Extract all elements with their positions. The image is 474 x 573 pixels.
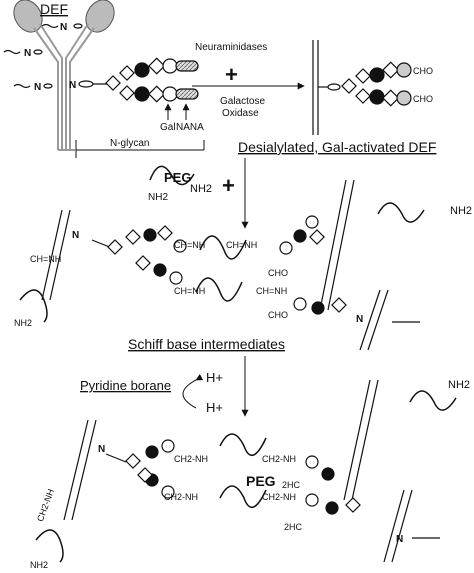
svg-text:2HC: 2HC <box>284 522 303 532</box>
n-stubs-top <box>3 23 83 89</box>
svg-text:CH=NH: CH=NH <box>174 240 205 250</box>
svg-text:CHO: CHO <box>268 268 288 278</box>
desialylated-label: Desialylated, Gal-activated DEF <box>238 139 436 155</box>
svg-text:NH2: NH2 <box>450 205 472 217</box>
svg-text:NH2: NH2 <box>14 318 32 328</box>
svg-text:N: N <box>396 534 403 545</box>
svg-text:CHO: CHO <box>413 66 433 76</box>
schiff-base-label: Schiff base intermediates <box>128 336 285 352</box>
svg-text:CH=NH: CH=NH <box>256 286 287 296</box>
neuraminidases-label: Neuraminidases <box>195 42 267 53</box>
svg-text:CH2-NH: CH2-NH <box>262 492 296 502</box>
svg-text:NH2: NH2 <box>448 379 470 391</box>
svg-text:CH2-NH: CH2-NH <box>35 488 56 523</box>
svg-text:N: N <box>69 80 76 91</box>
svg-text:H+: H+ <box>206 400 223 415</box>
svg-text:N: N <box>60 22 67 33</box>
gal-label: Gal <box>160 122 176 133</box>
peg-label-top: PEG <box>164 170 191 185</box>
peg-label-bottom: PEG <box>246 473 276 489</box>
svg-text:N: N <box>24 48 31 59</box>
plus-sign-2: + <box>222 173 235 198</box>
final-product <box>35 379 457 563</box>
svg-text:CH=NH: CH=NH <box>226 240 257 250</box>
def-protein <box>13 0 115 151</box>
svg-text:CH2-NH: CH2-NH <box>164 492 198 502</box>
desialylated-def <box>312 40 412 135</box>
svg-text:2HC: 2HC <box>282 480 301 490</box>
oxidase-label: Oxidase <box>222 108 259 119</box>
def-label: DEF <box>40 1 68 17</box>
svg-text:N: N <box>72 230 79 241</box>
svg-text:CH=NH: CH=NH <box>30 254 61 264</box>
svg-text:NH2: NH2 <box>148 192 168 203</box>
peg-chain-top <box>149 165 195 186</box>
svg-text:CHO: CHO <box>413 94 433 104</box>
plus-sign-1: + <box>225 62 238 87</box>
svg-text:CH2-NH: CH2-NH <box>174 454 208 464</box>
galactose-label: Galactose <box>220 96 265 107</box>
svg-text:N: N <box>356 314 363 325</box>
svg-text:N: N <box>98 444 105 455</box>
reduction-curve-arrow <box>182 373 204 409</box>
glycan-tree-top <box>78 57 199 103</box>
svg-text:N: N <box>34 82 41 93</box>
svg-text:NH2: NH2 <box>190 183 212 195</box>
svg-text:H+: H+ <box>206 370 223 385</box>
svg-text:CH=NH: CH=NH <box>174 286 205 296</box>
svg-text:CHO: CHO <box>268 310 288 320</box>
nglycan-label: N-glycan <box>110 138 149 149</box>
nana-label: NANA <box>176 122 204 133</box>
schiff-section <box>19 179 425 351</box>
def-head-right <box>85 0 115 33</box>
svg-text:CH2-NH: CH2-NH <box>262 454 296 464</box>
pyridine-borane-label: Pyridine borane <box>80 378 171 393</box>
svg-text:NH2: NH2 <box>30 560 48 570</box>
